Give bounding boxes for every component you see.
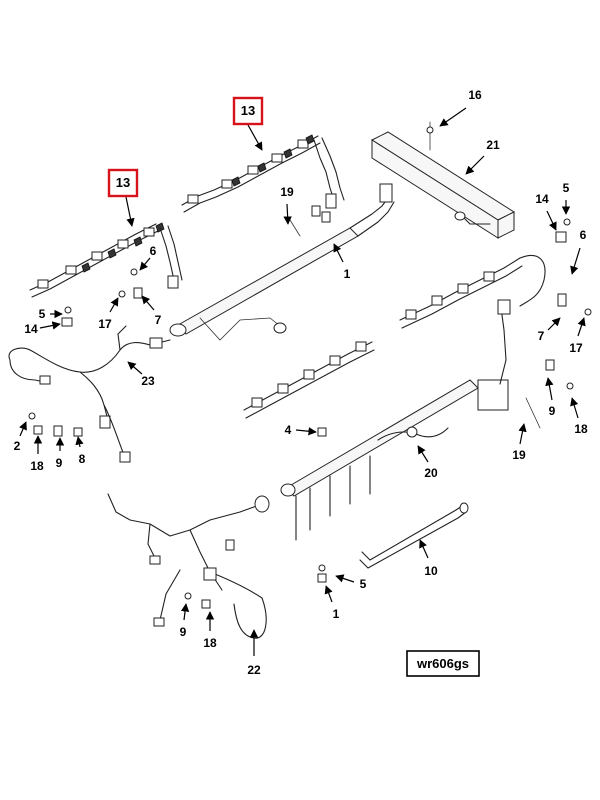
- wire-harness-23: [8, 325, 171, 463]
- reference-code: wr606gs: [416, 656, 469, 671]
- callout-label-14: 14: [24, 322, 38, 336]
- leader-arrow-21: [465, 155, 485, 175]
- callout-label-1: 1: [344, 267, 351, 281]
- highlight-box: [232, 96, 264, 126]
- reference-code-box: wr606gs: [406, 650, 480, 677]
- parts-artwork: [8, 121, 592, 639]
- leader-arrows: [19, 107, 586, 656]
- callout-label-9: 9: [56, 456, 63, 470]
- leader-arrow-2: [19, 421, 27, 437]
- leader-arrow-17: [577, 317, 586, 337]
- injector-harness-upper: [181, 134, 345, 223]
- leader-arrow-20: [417, 445, 429, 463]
- callout-label-22: 22: [247, 663, 261, 677]
- callout-label-8: 8: [79, 452, 86, 466]
- callout-label-18: 18: [203, 636, 217, 650]
- leader-arrow-13: [247, 124, 263, 151]
- callout-label-5: 5: [563, 181, 570, 195]
- callout-label-13: 13: [241, 103, 255, 118]
- leader-arrow-18: [570, 397, 579, 419]
- leader-arrow-1: [324, 585, 333, 603]
- leader-arrow-19: [283, 203, 292, 225]
- leader-arrow-6: [139, 257, 151, 271]
- leader-arrow-1: [333, 243, 344, 263]
- leader-arrow-17: [109, 297, 119, 313]
- callout-label-18: 18: [574, 422, 588, 436]
- callout-label-23: 23: [141, 374, 155, 388]
- leader-arrow-8: [75, 436, 84, 448]
- callout-label-17: 17: [569, 341, 583, 355]
- leader-arrow-6: [570, 247, 581, 275]
- callout-label-6: 6: [580, 228, 587, 242]
- support-bracket-21: [370, 121, 516, 239]
- callout-label-6: 6: [150, 244, 157, 258]
- leader-arrow-9: [545, 377, 554, 401]
- fuel-hose-10: [359, 502, 469, 569]
- callout-label-4: 4: [285, 423, 292, 437]
- leader-arrow-16: [439, 107, 467, 127]
- callout-label-20: 20: [424, 466, 438, 480]
- leader-arrow-4: [295, 427, 317, 436]
- leader-arrow-5: [335, 574, 355, 583]
- callout-label-21: 21: [486, 138, 500, 152]
- leader-arrow-14: [546, 210, 557, 231]
- callout-label-16: 16: [468, 88, 482, 102]
- fuel-rail-upper: [169, 183, 395, 341]
- callout-label-18: 18: [30, 459, 44, 473]
- injector-harness-lower: [29, 222, 183, 298]
- callout-label-14: 14: [535, 192, 549, 206]
- highlight-box: [107, 168, 139, 198]
- callout-label-7: 7: [155, 313, 162, 327]
- callout-label-7: 7: [538, 329, 545, 343]
- callout-label-10: 10: [424, 564, 438, 578]
- leader-arrow-10: [419, 539, 429, 559]
- callout-label-13: 13: [116, 175, 130, 190]
- callout-label-5: 5: [360, 577, 367, 591]
- callout-label-17: 17: [98, 317, 112, 331]
- leader-arrow-13: [125, 196, 135, 227]
- callout-label-9: 9: [180, 625, 187, 639]
- small-hardware: [28, 218, 592, 609]
- leader-arrow-7: [141, 295, 155, 311]
- callout-label-1: 1: [333, 607, 340, 621]
- injector-row-lower: [243, 254, 546, 541]
- leader-arrow-9: [180, 603, 190, 621]
- callout-label-9: 9: [549, 404, 556, 418]
- leader-arrow-14: [39, 321, 61, 330]
- leader-arrow-7: [547, 317, 561, 331]
- leader-arrow-23: [127, 361, 143, 375]
- leader-arrow-19: [518, 423, 527, 445]
- callout-label-19: 19: [280, 185, 294, 199]
- callout-label-2: 2: [14, 439, 21, 453]
- wire-harness-22: [107, 493, 270, 639]
- callout-label-5: 5: [39, 307, 46, 321]
- callout-label-19: 19: [512, 448, 526, 462]
